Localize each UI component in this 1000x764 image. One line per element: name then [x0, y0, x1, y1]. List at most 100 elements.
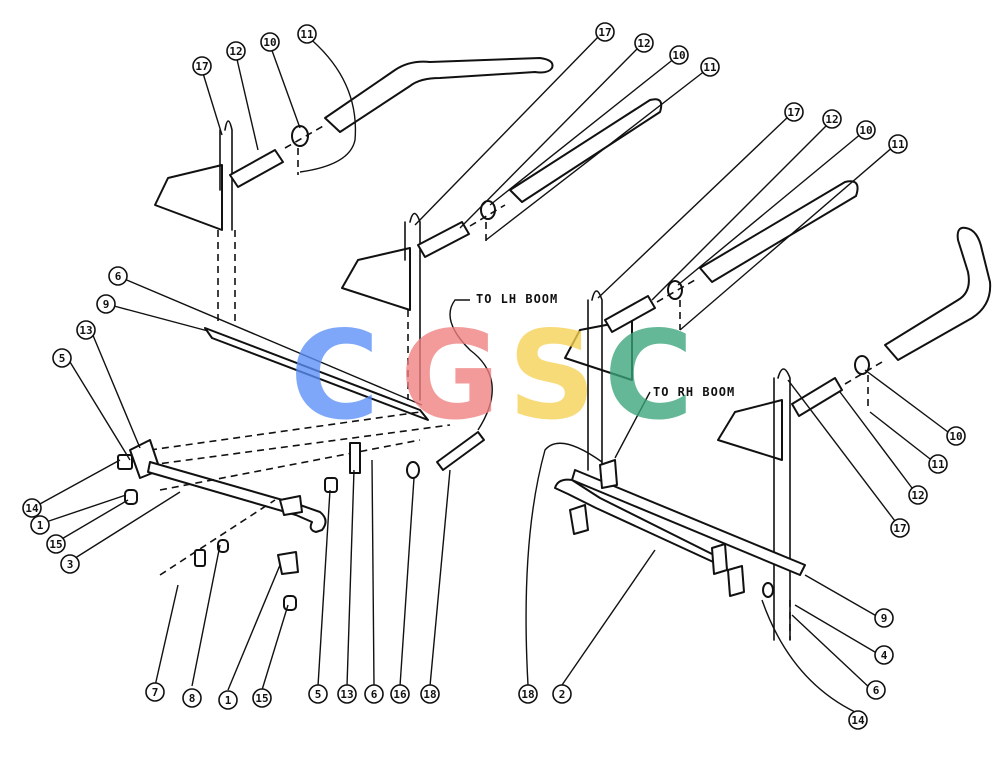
clamp-plate [349, 442, 361, 474]
svg-text:12: 12 [911, 489, 924, 502]
nozzle-body [569, 504, 589, 535]
callout-9: 9 [96, 294, 116, 314]
mount-bar [204, 327, 429, 421]
callout-12: 12 [908, 485, 928, 505]
svg-text:18: 18 [423, 688, 436, 701]
svg-text:13: 13 [340, 688, 353, 701]
callout-5: 5 [52, 348, 72, 368]
svg-text:10: 10 [949, 430, 962, 443]
right-frame-assembly [554, 459, 806, 640]
callout-17: 17 [595, 22, 615, 42]
svg-text:17: 17 [598, 26, 611, 39]
svg-text:17: 17 [893, 522, 906, 535]
svg-text:11: 11 [891, 138, 905, 151]
boom-assembly-upper-left [154, 57, 554, 325]
svg-text:3: 3 [67, 558, 74, 571]
boom-hose-tube [324, 57, 554, 133]
callout-17: 17 [192, 56, 212, 76]
hose-barb [436, 431, 485, 471]
svg-text:13: 13 [79, 324, 92, 337]
clamp-ring [291, 125, 309, 147]
callout-13: 13 [76, 320, 96, 340]
callout-12: 12 [634, 33, 654, 53]
svg-text:12: 12 [825, 113, 838, 126]
callout-10: 10 [946, 426, 966, 446]
callout-9: 9 [874, 608, 894, 628]
note-to-rh-boom: TO RH BOOM [653, 385, 735, 399]
u-bolt [409, 212, 421, 401]
callout-2: 2 [552, 684, 572, 704]
u-bolt [591, 290, 603, 471]
callout-10: 10 [260, 32, 280, 52]
callout-12: 12 [822, 109, 842, 129]
svg-text:14: 14 [25, 502, 39, 515]
callout-1: 1 [218, 690, 238, 710]
callout-15: 15 [46, 534, 66, 554]
svg-text:10: 10 [263, 36, 276, 49]
callout-14: 14 [22, 498, 42, 518]
watermark-letter: C [604, 305, 694, 447]
callout-5: 5 [308, 684, 328, 704]
callout-11: 11 [297, 24, 317, 44]
u-bolt [777, 368, 791, 641]
svg-text:9: 9 [103, 298, 110, 311]
svg-text:5: 5 [59, 352, 66, 365]
svg-text:6: 6 [873, 684, 880, 697]
svg-text:6: 6 [115, 270, 122, 283]
callout-12: 12 [226, 41, 246, 61]
callout-3: 3 [60, 554, 80, 574]
svg-text:6: 6 [371, 688, 378, 701]
callout-18: 18 [518, 684, 538, 704]
pipe-assembly [147, 461, 327, 533]
svg-text:15: 15 [255, 692, 268, 705]
boom-tube-stub [791, 377, 843, 417]
svg-text:12: 12 [229, 45, 242, 58]
svg-text:14: 14 [851, 714, 865, 727]
boom-bracket-plate [341, 247, 411, 311]
boom-bracket-plate [154, 164, 223, 231]
callout-10: 10 [856, 120, 876, 140]
svg-text:17: 17 [787, 106, 800, 119]
watermark-letter: S [508, 305, 596, 447]
svg-text:1: 1 [225, 694, 232, 707]
mount-bar [571, 469, 806, 576]
clamp-ring [480, 200, 496, 220]
callouts: 17 12 10 11 17 12 10 11 17 12 10 11 6 9 … [22, 22, 966, 730]
callout-14: 14 [848, 710, 868, 730]
watermark-letter: G [400, 305, 500, 447]
svg-text:11: 11 [703, 61, 717, 74]
boom-tube [699, 180, 859, 283]
svg-text:8: 8 [189, 692, 196, 705]
svg-text:15: 15 [49, 538, 62, 551]
callout-17: 17 [890, 518, 910, 538]
boom-assembly-upper-right [564, 180, 859, 471]
note-to-lh-boom: TO LH BOOM [476, 292, 558, 306]
boom-hose-tube [884, 226, 992, 361]
nozzle-body [727, 565, 745, 597]
callout-11: 11 [888, 134, 908, 154]
svg-text:16: 16 [393, 688, 407, 701]
callout-16: 16 [390, 684, 410, 704]
watermark-logo: C G S C [290, 305, 694, 447]
callout-7: 7 [145, 682, 165, 702]
svg-text:10: 10 [859, 124, 872, 137]
svg-text:5: 5 [315, 688, 322, 701]
callout-10: 10 [669, 45, 689, 65]
callout-8: 8 [182, 688, 202, 708]
u-bolt [224, 120, 233, 231]
callout-13: 13 [337, 684, 357, 704]
cap [124, 489, 138, 505]
callout-11: 11 [928, 454, 948, 474]
nut [762, 582, 774, 598]
callout-1: 1 [30, 515, 50, 535]
nut [406, 461, 420, 479]
left-frame-assembly [117, 327, 485, 611]
callout-4: 4 [874, 645, 894, 665]
svg-text:17: 17 [195, 60, 208, 73]
watermark-letter: C [290, 305, 380, 447]
callout-6: 6 [364, 684, 384, 704]
svg-text:18: 18 [521, 688, 534, 701]
svg-text:10: 10 [672, 49, 685, 62]
